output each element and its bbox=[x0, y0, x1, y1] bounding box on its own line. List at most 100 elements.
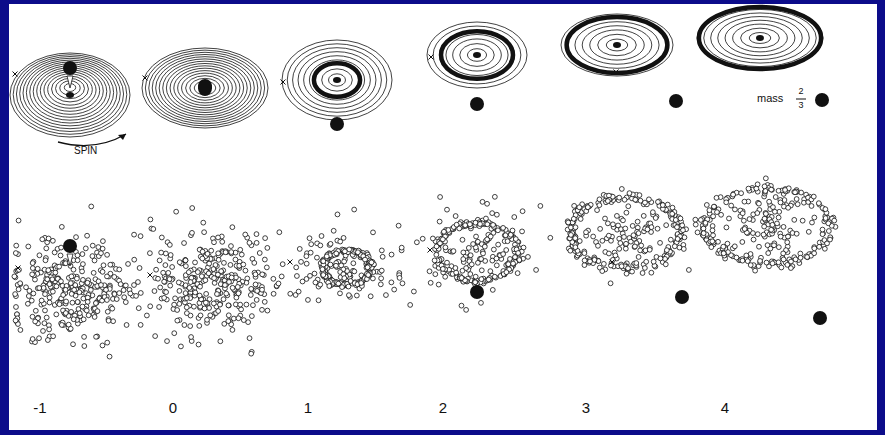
particle bbox=[721, 250, 726, 255]
particle bbox=[159, 235, 164, 240]
particle bbox=[172, 302, 177, 307]
particle bbox=[371, 230, 376, 235]
particle bbox=[339, 263, 344, 268]
particle bbox=[224, 291, 229, 296]
particle bbox=[822, 246, 827, 251]
particle bbox=[630, 224, 635, 229]
particle bbox=[716, 239, 721, 244]
particle bbox=[491, 223, 496, 228]
particle bbox=[501, 225, 506, 230]
particle bbox=[597, 197, 602, 202]
particle bbox=[460, 237, 465, 242]
particle bbox=[81, 277, 86, 282]
perturber-ball bbox=[815, 93, 829, 107]
particle bbox=[342, 249, 347, 254]
particle bbox=[805, 255, 810, 260]
particle bbox=[50, 277, 55, 282]
particle bbox=[346, 293, 351, 298]
particle bbox=[211, 267, 216, 272]
particle bbox=[741, 218, 746, 223]
perturber-ball bbox=[813, 311, 827, 325]
particle bbox=[319, 234, 324, 239]
density-contour bbox=[725, 20, 795, 56]
particle bbox=[571, 216, 576, 221]
particle bbox=[763, 211, 768, 216]
particle bbox=[179, 344, 184, 349]
particle bbox=[238, 247, 243, 252]
particle bbox=[93, 301, 98, 306]
particle bbox=[45, 338, 50, 343]
particle bbox=[75, 253, 80, 258]
particle bbox=[758, 259, 763, 264]
particle bbox=[748, 263, 753, 268]
particle bbox=[600, 269, 605, 274]
particle bbox=[252, 260, 257, 265]
particle bbox=[653, 264, 658, 269]
particle bbox=[184, 305, 189, 310]
particle bbox=[313, 280, 318, 285]
particle bbox=[670, 211, 675, 216]
particle bbox=[263, 236, 268, 241]
x-marker bbox=[148, 273, 153, 278]
particle bbox=[770, 187, 775, 192]
particle bbox=[187, 285, 192, 290]
particle bbox=[502, 233, 507, 238]
particle bbox=[153, 334, 158, 339]
particle bbox=[123, 300, 128, 305]
particle bbox=[226, 303, 231, 308]
density-contour bbox=[178, 71, 233, 106]
particle bbox=[389, 252, 394, 257]
particle bbox=[223, 250, 228, 255]
particle bbox=[742, 199, 747, 204]
particle bbox=[411, 289, 416, 294]
particle bbox=[673, 218, 678, 223]
particle bbox=[96, 245, 101, 250]
particle bbox=[235, 285, 240, 290]
particle bbox=[216, 257, 221, 262]
particle bbox=[138, 322, 143, 327]
particle bbox=[200, 256, 205, 261]
particle bbox=[248, 293, 253, 298]
particle bbox=[202, 230, 207, 235]
particle bbox=[59, 245, 64, 250]
particle bbox=[762, 224, 767, 229]
particle bbox=[177, 289, 182, 294]
particle bbox=[366, 273, 371, 278]
particle bbox=[44, 315, 49, 320]
particle bbox=[352, 269, 357, 274]
x-marker bbox=[428, 248, 433, 253]
particle bbox=[613, 253, 618, 258]
particle bbox=[16, 218, 21, 223]
particle bbox=[318, 243, 323, 248]
particle bbox=[30, 272, 35, 277]
particle bbox=[165, 339, 170, 344]
particle bbox=[733, 207, 738, 212]
particle bbox=[621, 218, 626, 223]
particle bbox=[260, 307, 265, 312]
particle bbox=[474, 234, 479, 239]
particle bbox=[202, 306, 207, 311]
particle bbox=[195, 270, 200, 275]
particle bbox=[496, 228, 501, 233]
particle bbox=[732, 244, 737, 249]
particle bbox=[136, 306, 141, 311]
particle bbox=[757, 244, 762, 249]
particle bbox=[144, 313, 149, 318]
particle bbox=[473, 220, 478, 225]
particle bbox=[243, 232, 248, 237]
x-marker bbox=[143, 76, 148, 81]
particle bbox=[59, 279, 64, 284]
particle bbox=[105, 309, 110, 314]
particle bbox=[254, 240, 259, 245]
particle bbox=[92, 315, 97, 320]
particle bbox=[605, 199, 610, 204]
particle bbox=[670, 205, 675, 210]
particle bbox=[198, 313, 203, 318]
density-contour bbox=[598, 34, 637, 55]
particle bbox=[485, 222, 490, 227]
particle bbox=[106, 318, 111, 323]
particle bbox=[85, 300, 90, 305]
density-contour bbox=[186, 76, 225, 101]
particle bbox=[190, 230, 195, 235]
particle bbox=[486, 277, 491, 282]
